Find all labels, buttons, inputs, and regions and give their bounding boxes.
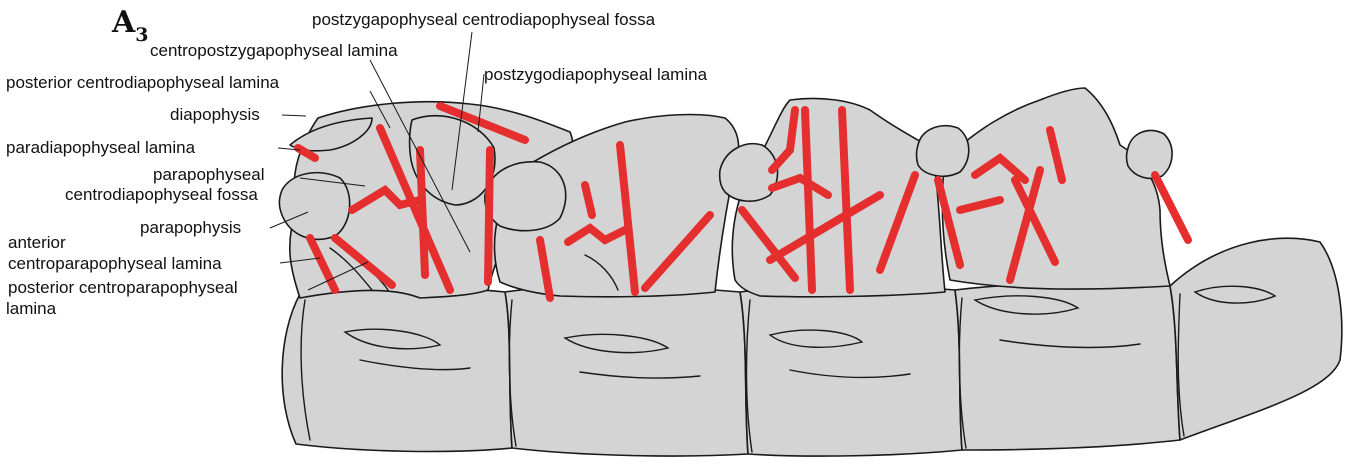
label-posterior-centrodiapophyseal-lamina: posterior centrodiapophyseal lamina — [6, 73, 280, 92]
label-postzygapophyseal-centrodiapophyseal-fossa: postzygapophyseal centrodiapophyseal fos… — [312, 10, 656, 29]
label-parapophyseal-centrodiapophyseal-fossa-line1: parapophyseal — [153, 165, 265, 184]
label-anterior-centroparapophyseal-lamina-line2: centroparapophyseal lamina — [8, 254, 222, 273]
panel-letter: A3 — [111, 5, 149, 46]
vertebra-1-centrum — [282, 286, 512, 451]
label-paradiapophyseal-lamina: paradiapophyseal lamina — [6, 138, 196, 157]
vertebra-5-prezygapophysis — [1127, 130, 1173, 178]
label-posterior-centroparapophyseal-lamina-line1: posterior centroparapophyseal — [8, 278, 238, 297]
label-centropostzygapophyseal-lamina: centropostzygapophyseal lamina — [150, 41, 398, 60]
vertebra-5-centrum-partial — [1170, 238, 1342, 440]
v1-acdl — [420, 150, 425, 275]
label-postzygodiapophyseal-lamina: postzygodiapophyseal lamina — [484, 65, 708, 84]
vertebra-4-prezygapophysis — [917, 126, 969, 176]
label-parapophyseal-centrodiapophyseal-fossa-line2: centrodiapophyseal fossa — [65, 185, 258, 204]
v1-centropostzygapophyseal-lamina — [488, 150, 490, 282]
vertebra-2 — [485, 115, 748, 456]
label-posterior-centroparapophyseal-lamina-line2: lamina — [6, 299, 57, 318]
label-parapophysis: parapophysis — [140, 218, 241, 237]
label-diapophysis: diapophysis — [170, 105, 260, 124]
leader-diapophysis — [282, 115, 306, 116]
vertebra-3-centrum — [740, 286, 962, 456]
label-anterior-centroparapophyseal-lamina-line1: anterior — [8, 233, 66, 252]
vertebra-2-centrum — [505, 286, 748, 456]
